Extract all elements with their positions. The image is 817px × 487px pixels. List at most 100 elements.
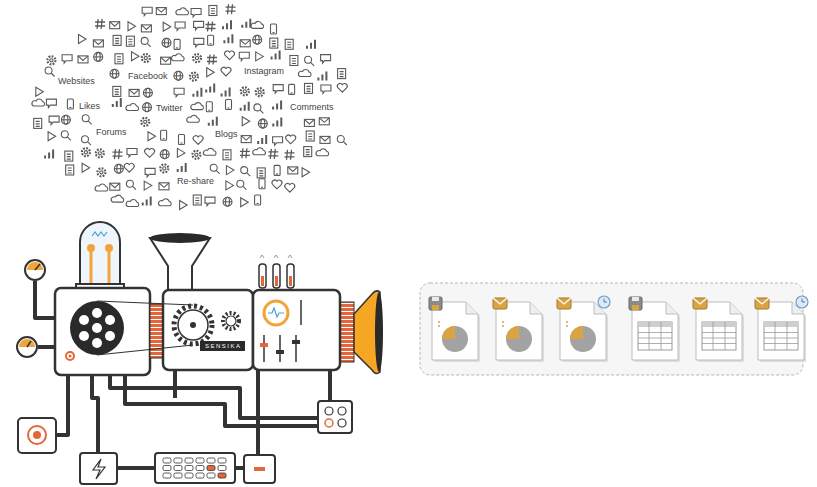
social-icon xyxy=(141,118,149,126)
social-icon xyxy=(46,99,56,108)
social-icon xyxy=(143,103,152,112)
social-icon xyxy=(174,88,184,97)
social-icon xyxy=(221,67,231,76)
social-icon xyxy=(93,40,103,45)
report-document xyxy=(557,296,610,362)
social-icon xyxy=(305,83,313,93)
gear-housing xyxy=(97,290,253,370)
social-icon xyxy=(95,19,105,29)
social-icon xyxy=(78,56,88,63)
meter-housing xyxy=(279,335,281,362)
report-document xyxy=(493,298,544,362)
keypad-key xyxy=(218,473,226,478)
social-icon xyxy=(163,138,165,139)
report-document xyxy=(629,297,642,310)
social-icon xyxy=(161,130,167,140)
social-icon xyxy=(193,136,203,145)
social-icon xyxy=(209,6,217,16)
social-icon xyxy=(161,57,171,64)
social-icon xyxy=(95,184,108,191)
social-icon xyxy=(65,151,73,161)
social-icon xyxy=(270,38,278,48)
pipe-network xyxy=(328,370,332,402)
funnel xyxy=(150,238,210,292)
social-icon xyxy=(162,38,171,47)
social-icon xyxy=(115,38,119,43)
gear-housing xyxy=(174,306,212,344)
social-icon xyxy=(241,198,249,207)
social-icon xyxy=(226,4,236,14)
social-icon xyxy=(273,85,283,94)
social-icon xyxy=(259,179,265,189)
keyword-label: Websites xyxy=(58,77,95,86)
social-icon xyxy=(84,151,87,154)
social-icon xyxy=(272,41,276,46)
social-icon xyxy=(88,121,92,125)
social-icon xyxy=(337,83,347,92)
social-icon xyxy=(143,103,152,112)
social-icon xyxy=(302,168,310,177)
social-icon xyxy=(174,71,183,80)
social-icon xyxy=(46,99,56,108)
social-icon xyxy=(50,59,53,62)
social-icon xyxy=(110,69,119,78)
social-icon xyxy=(285,183,295,192)
report-document xyxy=(493,298,507,304)
pressure-gauge xyxy=(35,264,40,270)
social-icon xyxy=(208,35,214,45)
control-units xyxy=(338,419,346,427)
pressure-gauge xyxy=(17,337,37,357)
report-document xyxy=(496,302,542,360)
social-icon xyxy=(223,20,231,29)
social-icon xyxy=(243,90,246,93)
social-icon xyxy=(193,195,201,205)
light-bulb xyxy=(80,222,120,288)
pipe-network xyxy=(35,281,55,318)
social-icon xyxy=(257,168,265,178)
social-icon xyxy=(203,148,216,155)
social-icon xyxy=(273,85,283,94)
social-icon xyxy=(143,92,152,93)
social-icon xyxy=(45,150,53,159)
social-icon xyxy=(194,21,204,30)
social-icon xyxy=(147,43,151,47)
meter-housing xyxy=(300,300,302,325)
social-icon xyxy=(144,56,147,59)
social-icon xyxy=(45,67,52,74)
social-icon xyxy=(216,170,220,174)
social-icon xyxy=(290,56,298,66)
social-icon xyxy=(241,167,251,177)
social-icon xyxy=(259,171,263,176)
reel-housing xyxy=(69,355,72,358)
social-icon xyxy=(210,164,217,171)
report-document xyxy=(429,297,480,362)
social-icon xyxy=(115,54,123,64)
social-icon xyxy=(174,75,183,76)
social-icon xyxy=(304,119,314,124)
social-icon xyxy=(206,102,212,112)
social-icon xyxy=(127,149,137,158)
social-icon xyxy=(191,103,204,110)
control-units xyxy=(155,453,235,483)
social-icon xyxy=(34,118,42,128)
social-icon xyxy=(321,55,331,64)
social-icon xyxy=(318,72,326,81)
social-icon xyxy=(274,165,280,175)
social-icon xyxy=(192,75,195,78)
social-icon xyxy=(144,181,152,190)
report-document xyxy=(666,302,678,314)
social-icon xyxy=(145,149,155,158)
social-icon xyxy=(194,21,204,30)
social-icon xyxy=(180,201,188,210)
keypad-key xyxy=(185,466,193,471)
social-icon xyxy=(241,198,249,207)
social-icon xyxy=(290,56,298,66)
social-icon xyxy=(209,117,217,126)
report-document xyxy=(442,326,468,352)
social-icon xyxy=(47,56,55,64)
social-icon xyxy=(224,34,232,43)
social-icon xyxy=(192,151,200,159)
social-icon xyxy=(270,38,278,48)
social-icon xyxy=(302,168,310,177)
social-icon xyxy=(273,137,283,146)
